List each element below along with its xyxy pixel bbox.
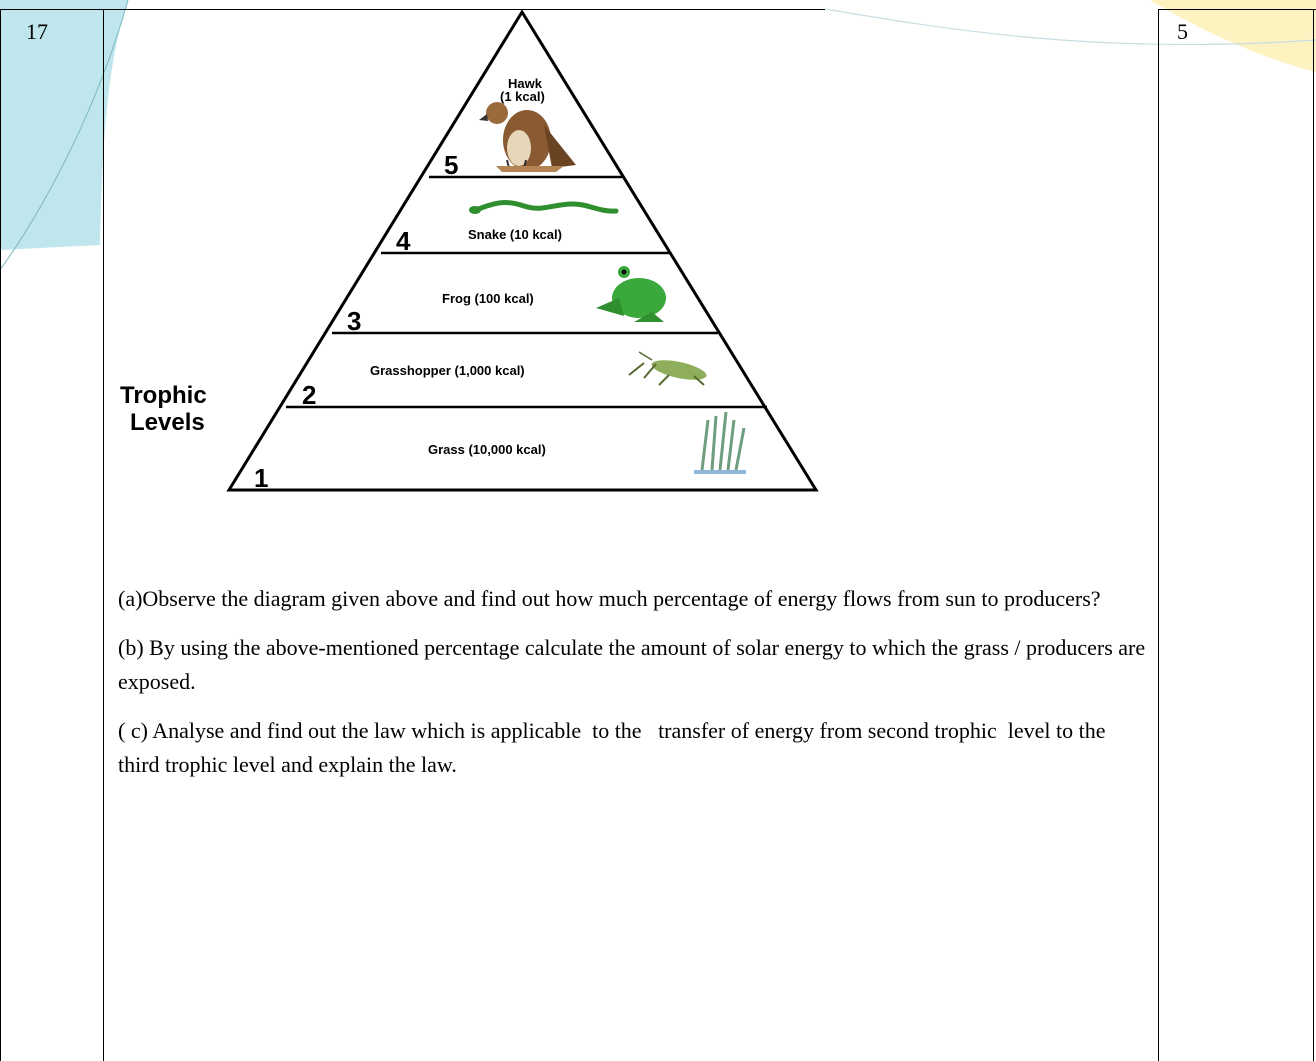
trophic-levels-label-line2: Levels <box>130 409 205 436</box>
level-number-5: 5 <box>444 150 458 180</box>
question-part-b: (b) By using the above-mentioned percent… <box>118 635 1151 694</box>
grass-icon <box>694 411 746 474</box>
level-number-1: 1 <box>254 463 268 493</box>
question-part-c: ( c) Analyse and find out the law which … <box>118 718 1111 777</box>
hawk-icon <box>479 102 576 172</box>
table-right-border <box>1313 9 1314 1061</box>
snake-icon <box>469 200 619 214</box>
table-top-border-middle <box>104 9 825 10</box>
level-number-3: 3 <box>347 306 361 336</box>
trophic-pyramid-diagram: Trophic Levels 5 4 3 2 1 Hawk (1 kcal) S… <box>120 9 819 493</box>
table-left-border <box>0 9 1 1061</box>
pyramid-outline <box>226 9 819 492</box>
level-label-frog: Frog (100 kcal) <box>442 291 534 306</box>
grasshopper-icon <box>628 351 707 386</box>
frog-icon <box>596 266 666 322</box>
trophic-levels-label-line1: Trophic <box>120 382 207 409</box>
question-parts: (a)Observe the diagram given above and f… <box>118 582 1148 797</box>
level-number-2: 2 <box>302 380 316 410</box>
level-label-grasshopper: Grasshopper (1,000 kcal) <box>370 363 525 378</box>
level-label-hawk-line1: Hawk <box>508 76 543 91</box>
table-top-border-right <box>1158 9 1316 10</box>
question-part-a: (a)Observe the diagram given above and f… <box>118 586 1101 611</box>
level-label-snake: Snake (10 kcal) <box>468 227 562 242</box>
table-column-divider-2 <box>1158 9 1159 1061</box>
table-top-border-left <box>0 9 104 10</box>
level-label-grass: Grass (10,000 kcal) <box>428 442 546 457</box>
level-label-hawk-line2: (1 kcal) <box>500 89 545 104</box>
table-column-divider-1 <box>103 9 104 1061</box>
question-marks: 5 <box>1177 19 1188 44</box>
question-number: 17 <box>26 19 48 44</box>
level-number-4: 4 <box>396 226 411 256</box>
